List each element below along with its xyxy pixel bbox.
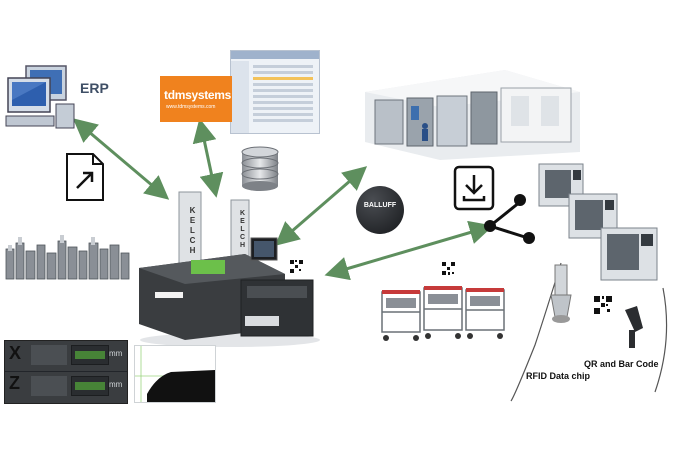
- rfid-label: RFID Data chip: [526, 371, 591, 381]
- share-network-icon: [480, 192, 540, 248]
- kelch-column-label-1: KELCH: [188, 206, 197, 256]
- tdm-logo-text: tdmsystems: [164, 88, 232, 102]
- kelch-column-label-2: KELCH: [239, 210, 246, 250]
- rfid-reader-image: [505, 255, 590, 405]
- barcode-scanner-image: [615, 280, 675, 400]
- z-axis-label: Z: [9, 373, 20, 393]
- qr-code-carts: [442, 262, 455, 275]
- x-axis-label: X: [9, 343, 22, 363]
- cnc-machines-image: [535, 160, 670, 290]
- document-export-icon: [65, 152, 105, 202]
- x-axis-unit: mm: [109, 349, 123, 358]
- tool-carts-image: [378, 282, 508, 352]
- kelch-presetting-machine: KELCH KELCH: [135, 188, 325, 348]
- z-axis-unit: mm: [109, 380, 123, 389]
- arrow-factory: [274, 166, 368, 246]
- balluff-label: BALLUFF: [363, 202, 397, 209]
- qr-code-scanner: [594, 296, 612, 314]
- z-axis-controls: [31, 376, 67, 396]
- computer-icon: [5, 65, 75, 129]
- x-axis-display: [71, 345, 109, 365]
- qr-code-machine: [290, 260, 303, 273]
- z-axis-display: [71, 376, 109, 396]
- balluff-chip: BALLUFF: [356, 186, 404, 234]
- tdm-software-screenshot: [230, 50, 320, 134]
- tool-holders-image: [4, 235, 132, 283]
- arrow-erp: [72, 118, 170, 200]
- qr-barcode-label: QR and Bar Code: [584, 359, 659, 369]
- arrow-tdm: [192, 118, 224, 198]
- arrow-network: [324, 220, 494, 281]
- erp-label: ERP: [80, 80, 109, 96]
- tool-profile-view: [134, 345, 216, 403]
- tdm-logo: tdmsystems www.tdmsystems.com: [160, 76, 232, 122]
- download-icon: [453, 165, 495, 211]
- x-axis-controls: [31, 345, 67, 365]
- erp-computer: [4, 64, 80, 132]
- production-line-image: [355, 62, 585, 162]
- database-icon: [240, 144, 280, 192]
- axis-readout-panel: X mm Z mm: [4, 340, 128, 404]
- tdm-url: www.tdmsystems.com: [166, 104, 216, 110]
